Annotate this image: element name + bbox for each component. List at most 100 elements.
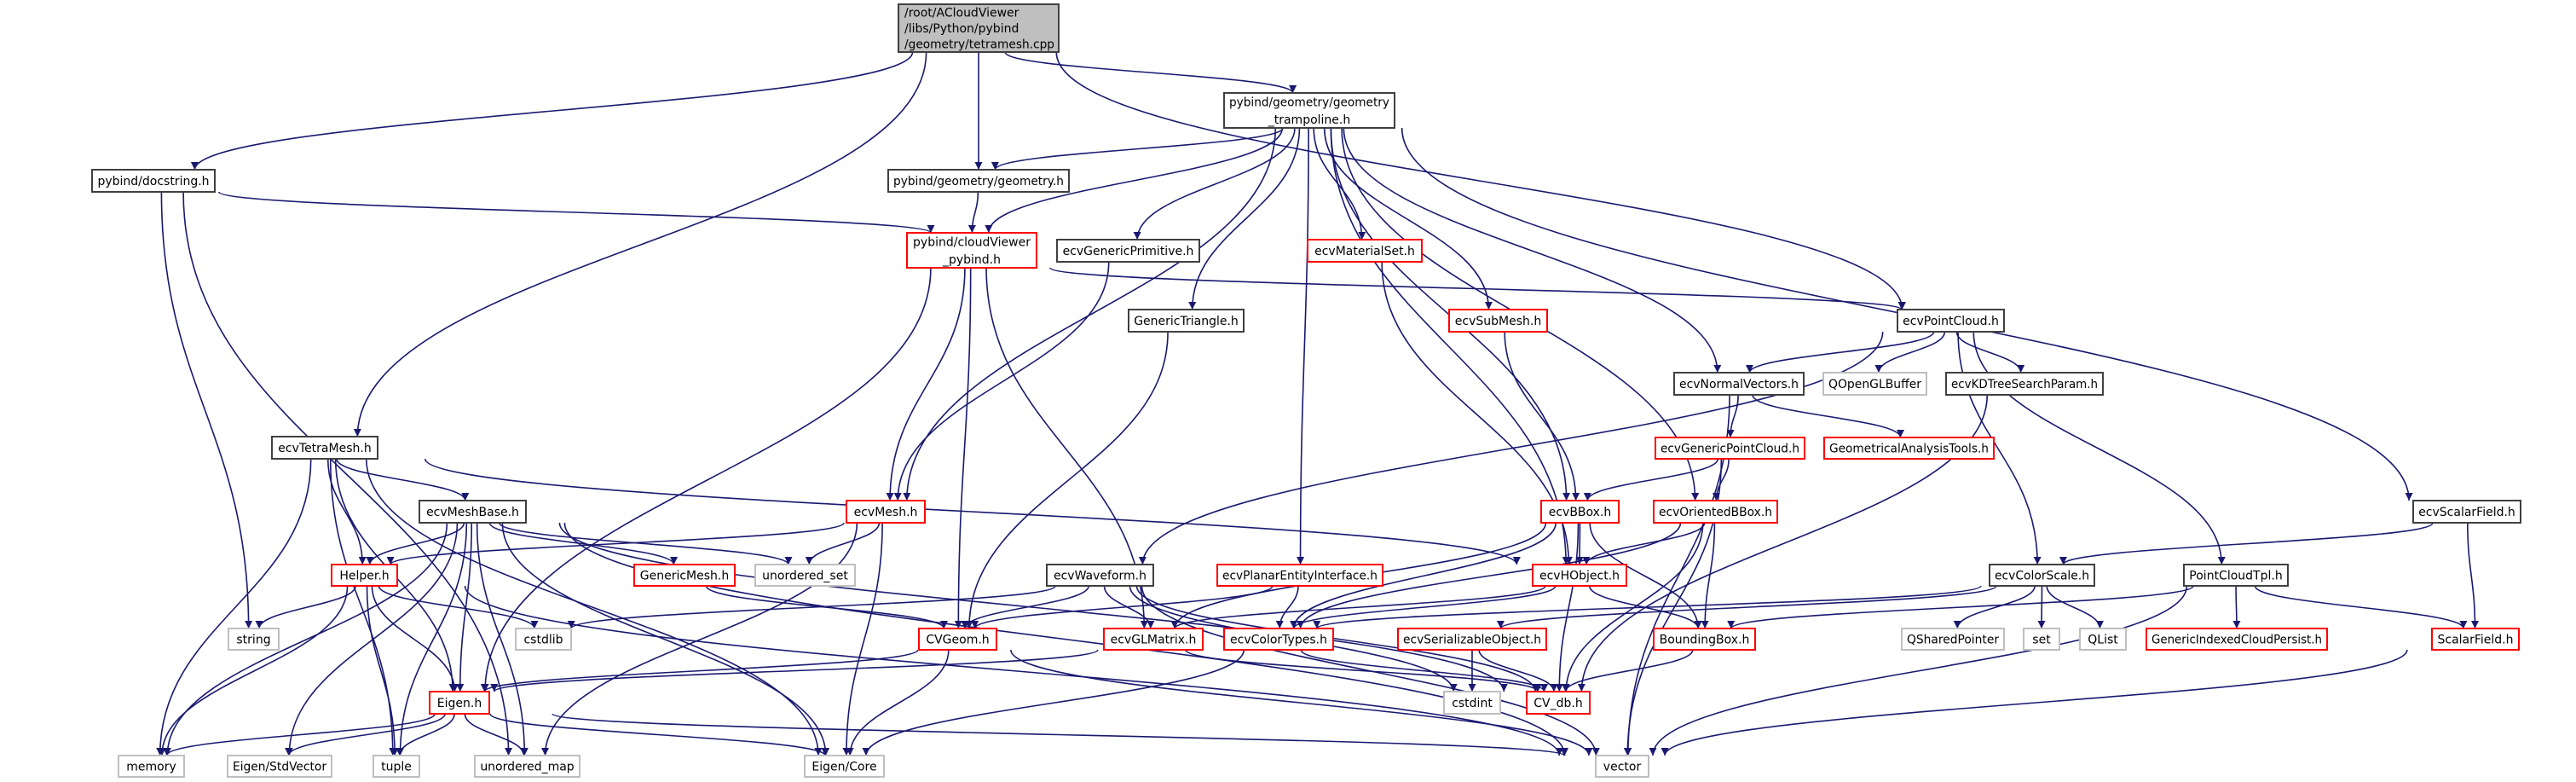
node-trampoline[interactable]: pybind/geometry/geometry_trampoline.h: [1223, 92, 1395, 129]
node-scalarfield-box[interactable]: [2431, 628, 2520, 651]
node-geotools[interactable]: GeometricalAnalysisTools.h: [1823, 437, 1995, 460]
node-eigencore[interactable]: Eigen/Core: [804, 755, 885, 778]
node-boundingbox-box[interactable]: [1653, 628, 1756, 651]
node-scalarfield_ecv[interactable]: ecvScalarField.h: [2412, 500, 2521, 524]
node-umap[interactable]: unordered_map: [474, 755, 580, 778]
node-matset[interactable]: ecvMaterialSet.h: [1307, 239, 1423, 263]
node-boundingbox[interactable]: BoundingBox.h: [1653, 628, 1756, 651]
node-root[interactable]: /root/ACloudViewer/libs/Python/pybind/ge…: [898, 3, 1060, 53]
node-normals-box[interactable]: [1673, 372, 1805, 396]
node-kdtree[interactable]: ecvKDTreeSearchParam.h: [1945, 372, 2104, 396]
node-qoglbuf-box[interactable]: [1822, 372, 1927, 396]
node-hobject-box[interactable]: [1532, 564, 1627, 587]
node-stdvector[interactable]: Eigen/StdVector: [227, 755, 332, 778]
node-meshbase[interactable]: ecvMeshBase.h: [419, 500, 527, 524]
node-cv_pybind-box[interactable]: [906, 232, 1037, 269]
node-stdvector-box[interactable]: [227, 755, 332, 778]
node-colortypes[interactable]: ecvColorTypes.h: [1223, 628, 1334, 651]
node-uset-box[interactable]: [754, 564, 856, 587]
node-umap-box[interactable]: [474, 755, 580, 778]
node-cvdb-box[interactable]: [1526, 691, 1591, 715]
node-tetramesh[interactable]: ecvTetraMesh.h: [271, 436, 378, 460]
node-cstdint[interactable]: cstdint: [1443, 691, 1501, 715]
node-eigencore-box[interactable]: [804, 755, 885, 778]
node-geometry_h-box[interactable]: [887, 169, 1070, 193]
node-genprim-box[interactable]: [1056, 239, 1200, 263]
node-waveform[interactable]: ecvWaveform.h: [1046, 564, 1154, 587]
node-docstring-box[interactable]: [91, 169, 216, 193]
node-obbox[interactable]: ecvOrientedBBox.h: [1653, 500, 1778, 524]
node-submesh-box[interactable]: [1448, 309, 1548, 333]
node-root-box[interactable]: [898, 3, 1060, 53]
node-gentri-box[interactable]: [1128, 309, 1245, 333]
node-qoglbuf[interactable]: QOpenGLBuffer: [1822, 372, 1927, 396]
node-glmatrix-box[interactable]: [1103, 628, 1204, 651]
node-colortypes-box[interactable]: [1223, 628, 1334, 651]
node-set-box[interactable]: [2023, 628, 2060, 651]
node-bbox-box[interactable]: [1540, 500, 1620, 524]
node-cstdlib[interactable]: cstdlib: [515, 628, 572, 651]
node-geotools-box[interactable]: [1823, 437, 1995, 460]
node-string-box[interactable]: [228, 628, 280, 651]
node-tuple[interactable]: tuple: [373, 755, 420, 778]
node-waveform-box[interactable]: [1046, 564, 1154, 587]
node-planar-box[interactable]: [1216, 564, 1383, 587]
node-submesh[interactable]: ecvSubMesh.h: [1448, 309, 1548, 333]
node-cstdlib-box[interactable]: [515, 628, 572, 651]
node-vector[interactable]: vector: [1595, 755, 1649, 778]
node-qlist-box[interactable]: [2079, 628, 2127, 651]
node-helper-box[interactable]: [331, 564, 398, 587]
node-genmesh-box[interactable]: [633, 564, 736, 587]
node-gicp-box[interactable]: [2146, 628, 2328, 651]
node-hobject[interactable]: ecvHObject.h: [1532, 564, 1627, 587]
node-qshared-box[interactable]: [1901, 628, 2005, 651]
node-genpc-box[interactable]: [1655, 437, 1805, 460]
node-genmesh[interactable]: GenericMesh.h: [633, 564, 736, 587]
node-helper[interactable]: Helper.h: [331, 564, 398, 587]
node-cvgeom-box[interactable]: [918, 628, 997, 651]
node-pctpl-box[interactable]: [2183, 564, 2289, 587]
node-bbox[interactable]: ecvBBox.h: [1540, 500, 1620, 524]
node-serial-box[interactable]: [1397, 628, 1547, 651]
node-pctpl[interactable]: PointCloudTpl.h: [2183, 564, 2289, 587]
node-trampoline-box[interactable]: [1223, 92, 1395, 129]
node-pointcloud[interactable]: ecvPointCloud.h: [1897, 309, 2005, 333]
node-colorscale[interactable]: ecvColorScale.h: [1989, 564, 2095, 587]
node-qlist[interactable]: QList: [2079, 628, 2127, 651]
node-qshared[interactable]: QSharedPointer: [1901, 628, 2005, 651]
node-gicp[interactable]: GenericIndexedCloudPersist.h: [2146, 628, 2328, 651]
node-meshbase-box[interactable]: [419, 500, 527, 524]
node-vector-box[interactable]: [1595, 755, 1649, 778]
node-string[interactable]: string: [228, 628, 280, 651]
node-pointcloud-box[interactable]: [1897, 309, 2005, 333]
node-scalarfield[interactable]: ScalarField.h: [2431, 628, 2520, 651]
node-kdtree-box[interactable]: [1945, 372, 2104, 396]
node-gentri[interactable]: GenericTriangle.h: [1128, 309, 1245, 333]
node-cv_pybind[interactable]: pybind/cloudViewer_pybind.h: [906, 232, 1037, 269]
node-matset-box[interactable]: [1307, 239, 1423, 263]
node-normals[interactable]: ecvNormalVectors.h: [1673, 372, 1805, 396]
node-docstring[interactable]: pybind/docstring.h: [91, 169, 216, 193]
node-set[interactable]: set: [2023, 628, 2060, 651]
node-genpc[interactable]: ecvGenericPointCloud.h: [1655, 437, 1805, 460]
node-uset[interactable]: unordered_set: [754, 564, 856, 587]
node-mesh[interactable]: ecvMesh.h: [846, 500, 926, 524]
node-cvdb[interactable]: CV_db.h: [1526, 691, 1591, 715]
node-cstdint-box[interactable]: [1443, 691, 1501, 715]
node-colorscale-box[interactable]: [1989, 564, 2095, 587]
node-memory[interactable]: memory: [118, 755, 185, 778]
node-eigen-box[interactable]: [429, 691, 490, 715]
node-scalarfield_ecv-box[interactable]: [2412, 500, 2521, 524]
node-tetramesh-box[interactable]: [271, 436, 378, 460]
node-serial[interactable]: ecvSerializableObject.h: [1397, 628, 1547, 651]
node-geometry_h[interactable]: pybind/geometry/geometry.h: [887, 169, 1070, 193]
node-tuple-box[interactable]: [373, 755, 420, 778]
node-eigen[interactable]: Eigen.h: [429, 691, 490, 715]
node-obbox-box[interactable]: [1653, 500, 1778, 524]
node-glmatrix[interactable]: ecvGLMatrix.h: [1103, 628, 1204, 651]
node-mesh-box[interactable]: [846, 500, 926, 524]
node-genprim[interactable]: ecvGenericPrimitive.h: [1056, 239, 1200, 263]
node-memory-box[interactable]: [118, 755, 185, 778]
node-cvgeom[interactable]: CVGeom.h: [918, 628, 997, 651]
node-planar[interactable]: ecvPlanarEntityInterface.h: [1216, 564, 1383, 587]
